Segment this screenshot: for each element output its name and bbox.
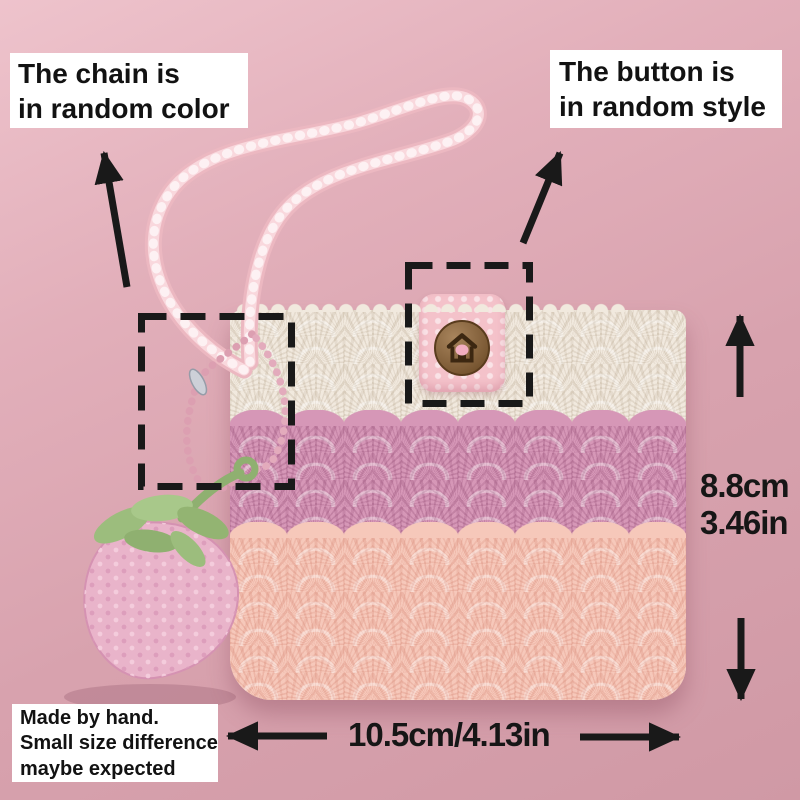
button-tab [419,294,505,392]
pouch-band-peach [230,538,686,700]
peach-scallop-edge [230,522,686,538]
chain-callout-line1: The chain is [18,58,180,89]
height-cm: 8.8cm [700,467,790,504]
handmade-note-line3: maybe expected [20,757,176,780]
chain-callout-line2: in random color [18,93,230,124]
chain-callout-arrow-icon [94,150,131,288]
pouch-band-mauve [230,426,686,538]
button-callout-line2: in random style [559,91,766,122]
handmade-note: Made by hand. Small size difference mayb… [12,704,218,782]
strawberry-charm [64,456,259,710]
button-callout-line1: The button is [559,56,735,87]
button-callout-arrow-icon [519,151,564,245]
handmade-note-line1: Made by hand. [20,707,159,729]
mauve-scallop-edge [230,410,686,426]
pouch-body [230,310,686,700]
chain-clasp [188,368,208,396]
strawberry-body [83,521,240,680]
width-dimension-label: 10.5cm/4.13in [348,716,551,753]
crochet-pouch [230,294,686,700]
button-callout: The button is in random style [550,50,782,128]
handmade-note-line2: Small size difference [20,732,218,755]
height-dimension-label: 8.8cm 3.46in [700,467,790,541]
height-in: 3.46in [700,504,789,541]
yarn-through-button [455,344,469,356]
chain-callout: The chain is in random color [10,53,248,128]
wooden-button [434,319,490,376]
